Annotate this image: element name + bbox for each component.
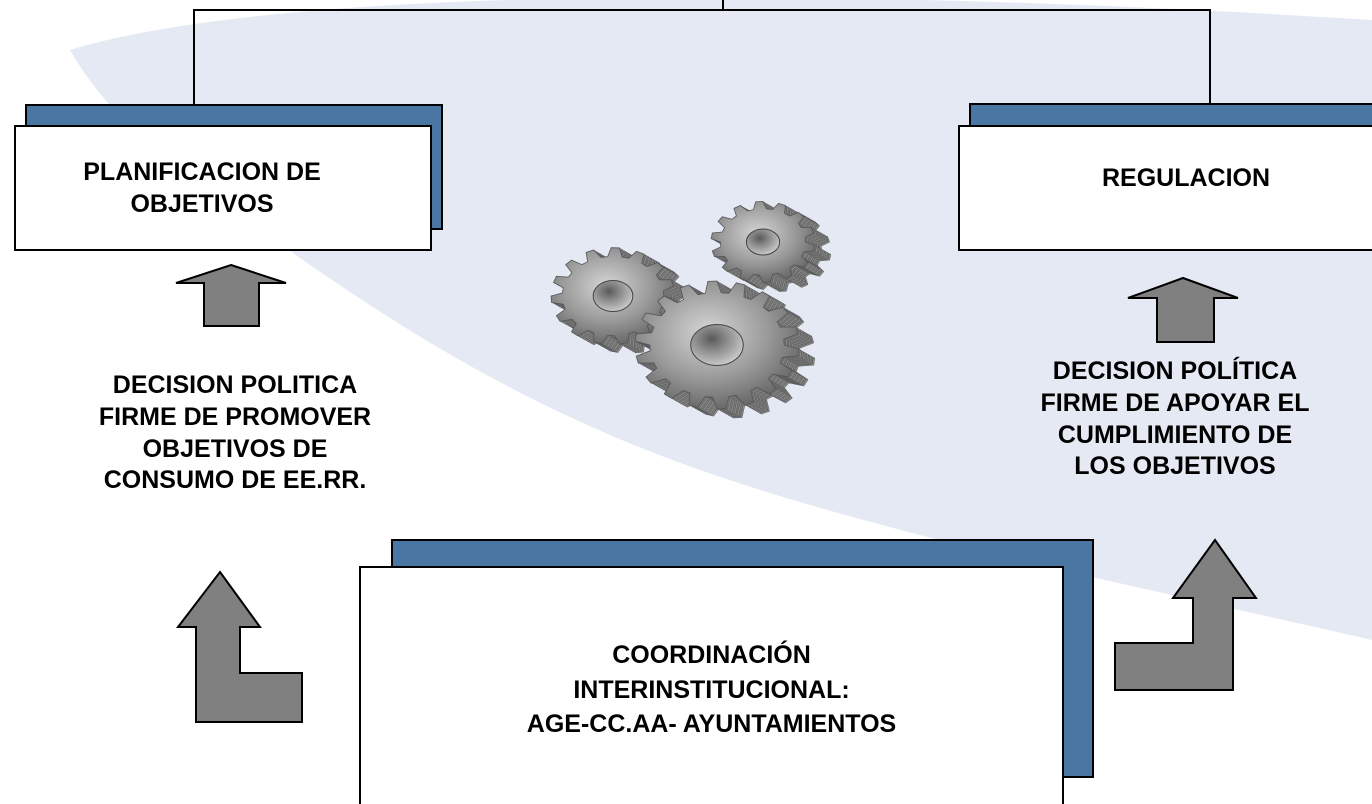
up-arrow-icon-right (1127, 276, 1239, 343)
connector-top-center (722, 0, 724, 10)
decision-left-text: DECISION POLITICA FIRME DE PROMOVER OBJE… (98, 371, 372, 495)
gear-large-bottom (634, 280, 816, 419)
up-arrow-icon-left (175, 263, 287, 327)
coordinacion-label: COORDINACIÓN INTERINSTITUCIONAL: AGE-CC.… (526, 641, 897, 738)
decision-right-text: DECISION POLÍTICA FIRME DE APOYAR EL CUM… (1040, 357, 1310, 481)
regulacion-label: REGULACION (1101, 164, 1271, 192)
regulacion-box: REGULACION (958, 125, 1372, 251)
elbow-up-arrow-icon-left (175, 570, 303, 723)
coordinacion-box: COORDINACIÓN INTERINSTITUCIONAL: AGE-CC.… (359, 566, 1064, 804)
planificacion-label: PLANIFICACION DE OBJETIVOS (83, 158, 321, 218)
connector-right-vertical (1209, 9, 1211, 103)
gear-small-top (710, 200, 832, 292)
connector-left-vertical (193, 9, 195, 104)
connector-top-horizontal (193, 9, 1211, 11)
gears-icon (550, 200, 832, 419)
planificacion-box: PLANIFICACION DE OBJETIVOS (14, 125, 432, 251)
elbow-up-arrow-icon-right (1114, 538, 1258, 691)
